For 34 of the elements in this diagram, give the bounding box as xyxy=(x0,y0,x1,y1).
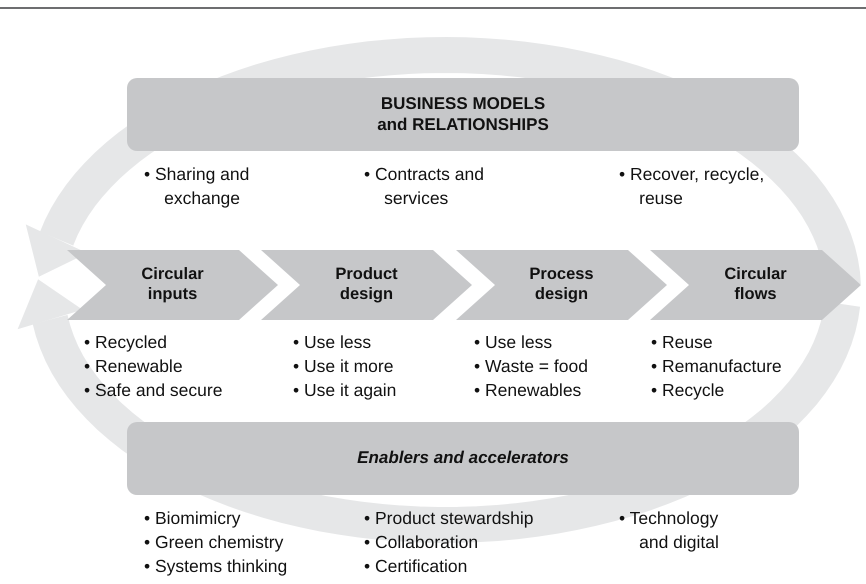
bullet-item: • Reuse xyxy=(651,331,714,354)
bullet-item: • Green chemistry xyxy=(144,531,284,554)
chevron-step xyxy=(456,250,667,320)
rounded-banner xyxy=(127,78,799,151)
bullet-item: • Recover, recycle, reuse xyxy=(619,163,766,210)
rounded-banner xyxy=(127,422,799,495)
bullet-item: • Use it more xyxy=(293,355,394,378)
chevron-step xyxy=(650,250,861,320)
bullet-item: • Recycle xyxy=(651,379,726,402)
bullet-item: • Systems thinking xyxy=(144,555,288,578)
box-heading: Enablers and accelerators xyxy=(356,448,570,469)
box-heading: BUSINESS MODELS and RELATIONSHIPS xyxy=(376,94,550,135)
step-label: Circular flows xyxy=(723,265,788,305)
bullet-item: • Contracts and services xyxy=(364,163,484,210)
step-label: Circular inputs xyxy=(140,265,205,305)
bullet-item: • Remanufacture xyxy=(651,355,782,378)
bullet-item: • Recycled xyxy=(84,331,168,354)
bullet-item: • Collaboration xyxy=(364,531,480,554)
bullet-item: • Technology and digital xyxy=(619,507,720,554)
chevron-step xyxy=(67,250,278,320)
bullet-item: • Product stewardship xyxy=(364,507,534,530)
bullet-item: • Biomimicry xyxy=(144,507,242,530)
step-label: Product design xyxy=(334,265,399,305)
bullet-item: • Safe and secure xyxy=(84,379,222,402)
bullet-item: • Renewable xyxy=(84,355,184,378)
bullet-item: • Sharing and exchange xyxy=(144,163,250,210)
bullet-item: • Renewables xyxy=(474,379,582,402)
bullet-item: • Use less xyxy=(293,331,372,354)
bullet-item: • Waste = food xyxy=(474,355,588,378)
bullet-item: • Certification xyxy=(364,555,468,578)
bullet-item: • Use less xyxy=(474,331,554,354)
bullet-item: • Use it again xyxy=(293,379,396,402)
step-label: Process design xyxy=(528,265,595,305)
chevron-step xyxy=(261,250,472,320)
